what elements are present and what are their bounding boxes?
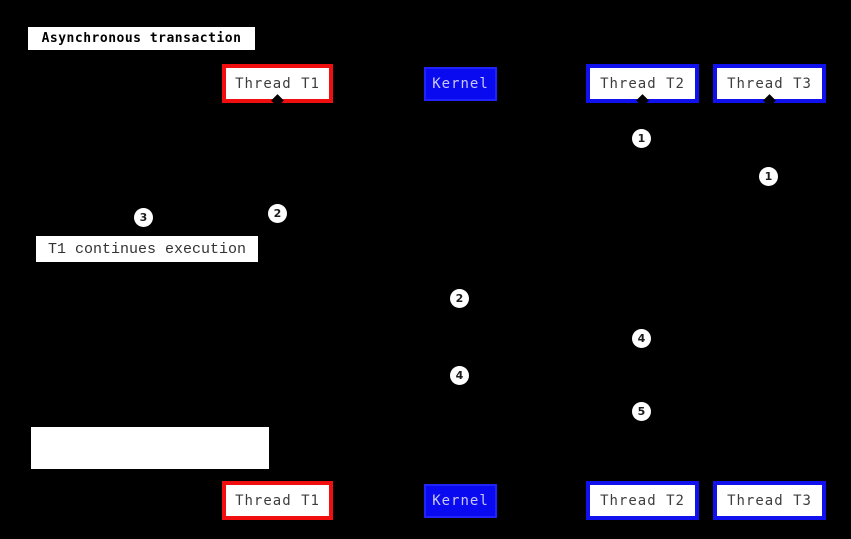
diagram-title: Asynchronous transaction bbox=[28, 27, 255, 50]
step-marker: 2 bbox=[268, 204, 287, 223]
step-marker: 2 bbox=[450, 289, 469, 308]
step-marker: 4 bbox=[450, 366, 469, 385]
step-marker: 5 bbox=[632, 402, 651, 421]
blank-note-box bbox=[31, 427, 269, 469]
step-marker: 1 bbox=[632, 129, 651, 148]
note-t1-continues: T1 continues execution bbox=[36, 236, 258, 262]
participant-thread-t3-bottom: Thread T3 bbox=[713, 481, 826, 520]
step-marker: 4 bbox=[632, 329, 651, 348]
participant-thread-t2-bottom: Thread T2 bbox=[586, 481, 699, 520]
participant-kernel-top: Kernel bbox=[424, 67, 497, 101]
participant-thread-t1-bottom: Thread T1 bbox=[222, 481, 333, 520]
participant-kernel-bottom: Kernel bbox=[424, 484, 497, 518]
step-marker: 3 bbox=[134, 208, 153, 227]
step-marker: 1 bbox=[759, 167, 778, 186]
